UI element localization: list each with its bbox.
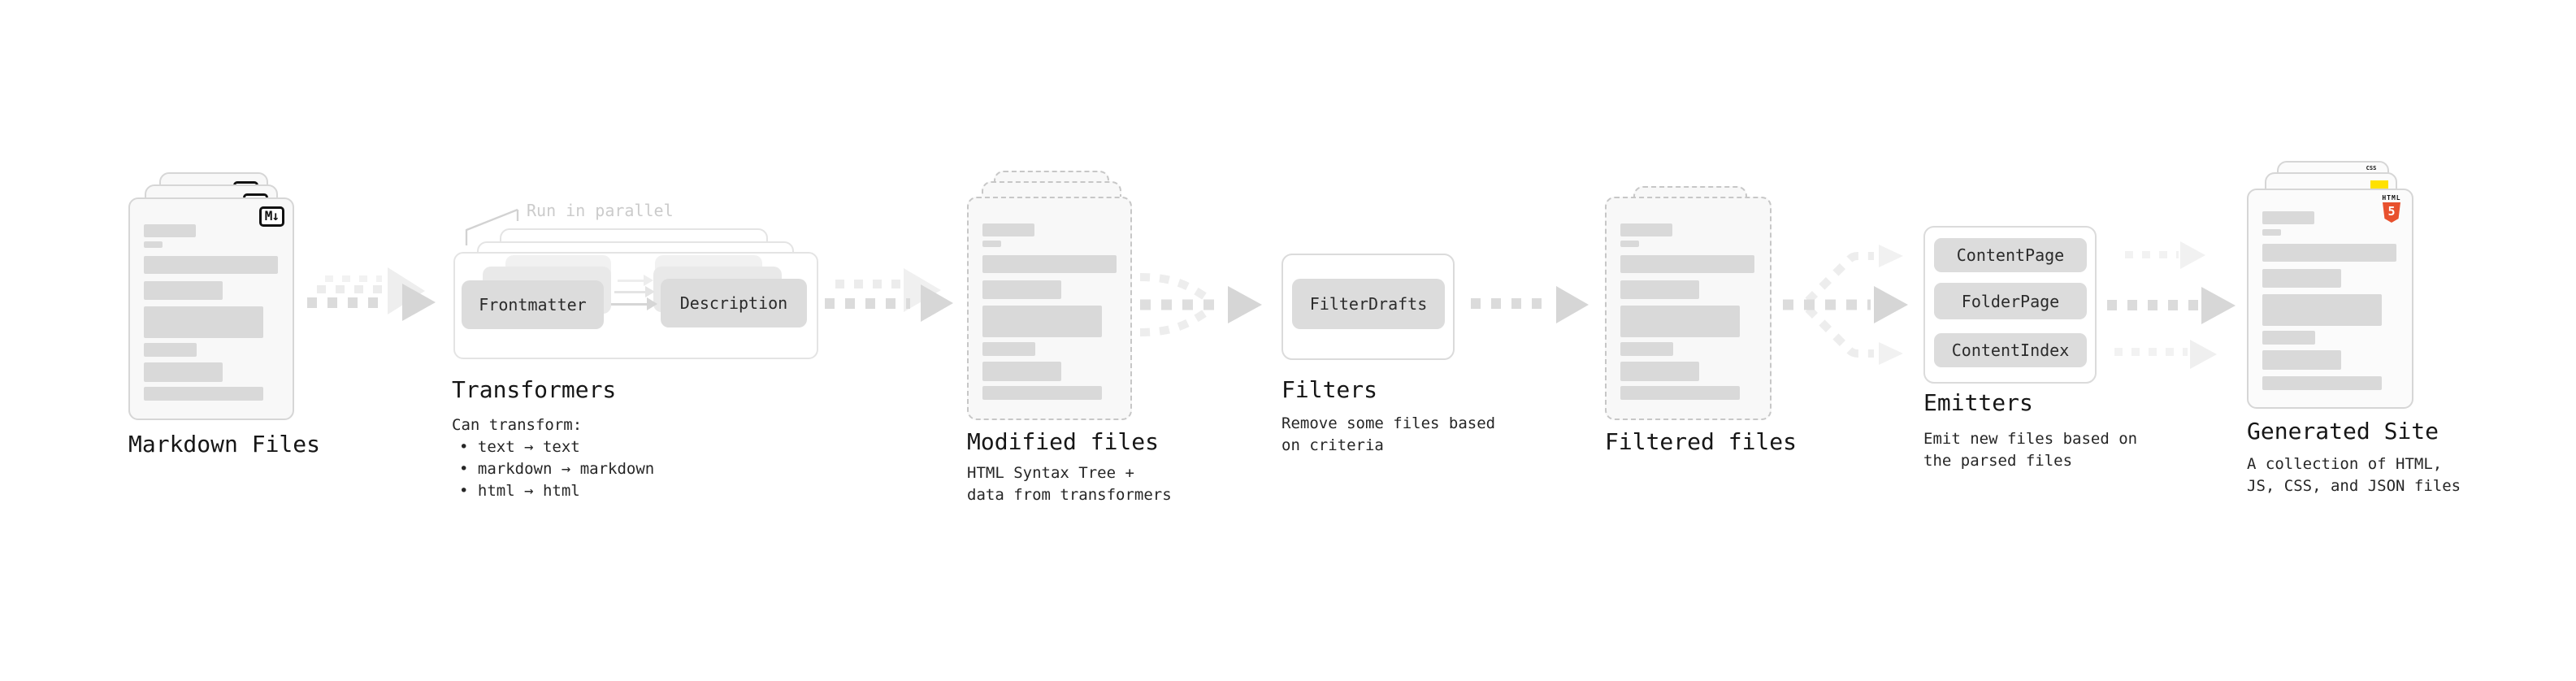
run-in-parallel-callout-line <box>465 208 519 245</box>
emitter-pill-contentpage: ContentPage <box>1934 238 2087 272</box>
transformers-bullet: • html → html <box>459 482 580 500</box>
text-placeholder-bar <box>1620 280 1699 299</box>
filters-label: Filters <box>1281 376 1378 403</box>
text-placeholder-bar <box>144 362 223 382</box>
arrow-head-ghost-icon <box>1879 245 1903 267</box>
text-placeholder-bar <box>982 342 1035 356</box>
text-placeholder-bar <box>2262 350 2341 370</box>
filter-pill-filterdrafts: FilterDrafts <box>1292 279 1445 329</box>
html5-icon: HTML 5 <box>2382 195 2401 223</box>
merge-arrow-modified-to-filters <box>1139 273 1262 336</box>
transformers-label: Transformers <box>452 376 617 403</box>
text-placeholder-bar <box>982 362 1061 381</box>
modified-file-card <box>967 197 1132 420</box>
text-placeholder-bar <box>982 241 1001 247</box>
emitter-pill-contentindex: ContentIndex <box>1934 333 2087 367</box>
text-placeholder-bar <box>144 224 196 237</box>
arrow-head-icon <box>921 284 953 322</box>
arrow-head-icon <box>2201 287 2236 324</box>
markdown-file-card: M↓ <box>128 197 294 420</box>
text-placeholder-bar <box>1620 362 1699 381</box>
filters-sublabel: Remove some files based on criteria <box>1281 414 1496 454</box>
text-placeholder-bar <box>982 306 1102 337</box>
text-placeholder-bar <box>1620 223 1672 236</box>
generated-site-sublabel: A collection of HTML, JS, CSS, and JSON … <box>2247 455 2461 495</box>
arrow-head-ghost-icon <box>1879 342 1903 365</box>
run-in-parallel-annotation: Run in parallel <box>527 201 674 220</box>
text-placeholder-bar <box>2262 229 2281 236</box>
text-placeholder-bar <box>1620 386 1740 400</box>
emitters-sublabel: Emit new files based on the parsed files <box>1923 430 2138 470</box>
arrow-head-icon <box>1874 286 1908 323</box>
arrow-head-icon <box>1228 286 1262 323</box>
arrow-head-ghost-icon <box>2180 241 2205 269</box>
text-placeholder-bar <box>1620 306 1740 337</box>
text-placeholder-bar <box>2262 211 2314 224</box>
arrow-head-icon <box>402 284 436 321</box>
filtered-files-label: Filtered files <box>1605 428 1798 455</box>
markdown-icon: M↓ <box>258 206 284 227</box>
text-placeholder-bar <box>982 223 1034 236</box>
text-placeholder-bar <box>144 306 263 338</box>
generated-file-card-html: HTML 5 <box>2247 189 2413 409</box>
text-placeholder-bar <box>144 343 197 357</box>
text-placeholder-bar <box>1620 342 1673 356</box>
filtered-file-card <box>1605 197 1772 420</box>
text-placeholder-bar <box>2262 244 2396 262</box>
transformers-bullet: • text → text <box>459 438 580 456</box>
emitter-pill-folderpage: FolderPage <box>1934 283 2087 319</box>
generated-site-label: Generated Site <box>2247 418 2439 445</box>
arrow-head-ghost-icon <box>2190 340 2217 369</box>
text-placeholder-bar <box>2262 269 2341 288</box>
arrow-head-icon <box>1556 286 1589 323</box>
text-placeholder-bar <box>144 256 278 274</box>
transformer-pill-description: Description <box>661 279 807 327</box>
text-placeholder-bar <box>1620 241 1639 247</box>
text-placeholder-bar <box>2262 294 2382 326</box>
transformers-bullet: • markdown → markdown <box>459 460 655 478</box>
markdown-files-label: Markdown Files <box>128 431 321 458</box>
text-placeholder-bar <box>982 280 1061 299</box>
text-placeholder-bar <box>982 386 1102 400</box>
text-placeholder-bar <box>144 387 263 401</box>
text-placeholder-bar <box>144 241 163 248</box>
modified-files-label: Modified files <box>967 428 1160 455</box>
text-placeholder-bar <box>2262 331 2315 345</box>
text-placeholder-bar <box>982 255 1117 273</box>
transformer-pill-frontmatter: Frontmatter <box>462 280 604 329</box>
js-icon <box>2370 180 2388 190</box>
modified-files-sublabel: HTML Syntax Tree + data from transformer… <box>967 464 1172 504</box>
transformers-heading: Can transform: <box>452 416 583 434</box>
split-arrow-filtered-to-emitters <box>1783 245 1908 365</box>
text-placeholder-bar <box>1620 255 1754 273</box>
emitters-label: Emitters <box>1923 389 2033 416</box>
text-placeholder-bar <box>144 281 223 300</box>
text-placeholder-bar <box>2262 376 2382 390</box>
